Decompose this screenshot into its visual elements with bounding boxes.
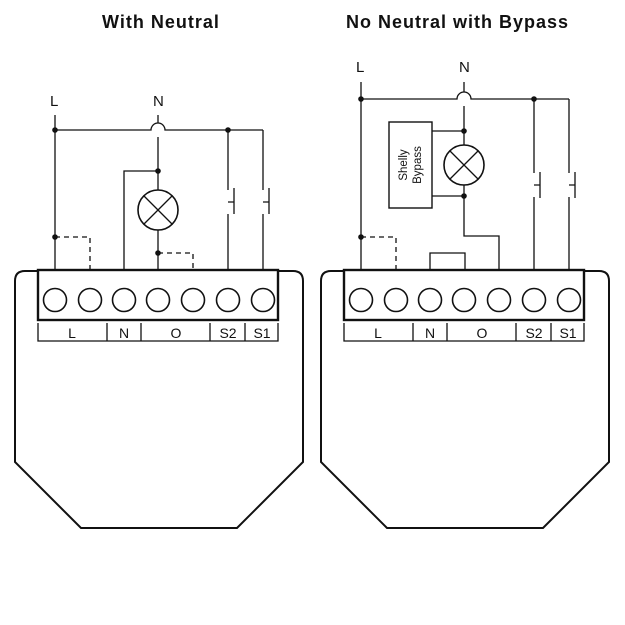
- lamp-icon: [137, 189, 179, 231]
- push-switch-icon: [569, 172, 576, 198]
- terminal-label-s2: S2: [219, 325, 236, 341]
- device-body-right: [320, 270, 610, 529]
- terminal-label-n: N: [119, 325, 129, 341]
- push-switch-icon: [534, 172, 541, 198]
- terminal-screw-icon: [215, 287, 241, 313]
- terminal-screw-icon: [417, 287, 443, 313]
- title-with-neutral: With Neutral: [102, 12, 220, 32]
- terminal-screw-icon: [451, 287, 477, 313]
- line-label-right: L: [356, 59, 364, 76]
- terminal-screw-icon: [111, 287, 137, 313]
- neutral-label-right: N: [459, 59, 470, 76]
- neutral-drop-left: [123, 137, 159, 270]
- device-body-left: [14, 270, 304, 529]
- junction-dot: [358, 234, 364, 240]
- junction-dot: [531, 96, 537, 102]
- terminal-label-o: O: [171, 325, 182, 341]
- terminal-screw-icon: [180, 287, 206, 313]
- terminal-screw-icon: [77, 287, 103, 313]
- dashed-link-o-left: [158, 252, 194, 270]
- junction-dot: [461, 128, 467, 134]
- terminal-label-s1: S1: [559, 325, 576, 341]
- junction-dot: [52, 234, 58, 240]
- terminal-screw-icon: [383, 287, 409, 313]
- terminal-screw-icon: [556, 287, 582, 313]
- junction-dot: [155, 168, 161, 174]
- terminal-screw-icon: [486, 287, 512, 313]
- terminal-label-l: L: [68, 325, 76, 341]
- bypass-label-line2: Bypass: [412, 146, 424, 184]
- junction-dot: [358, 96, 364, 102]
- panel-with-neutral: L N: [14, 93, 304, 529]
- neutral-label-left: N: [153, 93, 164, 110]
- terminal-label-n: N: [425, 325, 435, 341]
- panel-no-neutral-bypass: L N Shelly Bypass: [320, 59, 610, 529]
- terminal-label-l: L: [374, 325, 382, 341]
- lamp-to-o-right: [463, 185, 500, 270]
- feed-wire-right: [361, 91, 569, 100]
- bypass-label-line1: Shelly: [398, 149, 410, 181]
- junction-dot: [155, 250, 161, 256]
- push-switch-icon: [263, 188, 270, 214]
- junction-dot: [225, 127, 231, 133]
- terminal-screws-left: [42, 287, 276, 313]
- dashed-link-l-left: [55, 236, 91, 270]
- label-bracket-left: [37, 323, 279, 342]
- terminal-label-s1: S1: [253, 325, 270, 341]
- junction-dot: [52, 127, 58, 133]
- title-no-neutral-bypass: No Neutral with Bypass: [346, 12, 570, 32]
- terminal-label-s2: S2: [525, 325, 542, 341]
- terminal-label-o: O: [477, 325, 488, 341]
- lamp-icon: [443, 144, 485, 186]
- line-label-left: L: [50, 93, 58, 110]
- terminal-screw-icon: [348, 287, 374, 313]
- terminal-screw-icon: [521, 287, 547, 313]
- junction-dot: [461, 193, 467, 199]
- label-bracket-right: [343, 323, 585, 342]
- dashed-link-l-right: [361, 236, 397, 270]
- shelly-bypass-module: Shelly Bypass: [388, 121, 433, 209]
- feed-wire-left: [55, 122, 263, 131]
- terminal-screws-right: [348, 287, 582, 313]
- terminal-screw-icon: [42, 287, 68, 313]
- terminal-screw-icon: [145, 287, 171, 313]
- terminal-screw-icon: [250, 287, 276, 313]
- n-stub-right: [429, 252, 466, 270]
- push-switch-icon: [228, 188, 235, 214]
